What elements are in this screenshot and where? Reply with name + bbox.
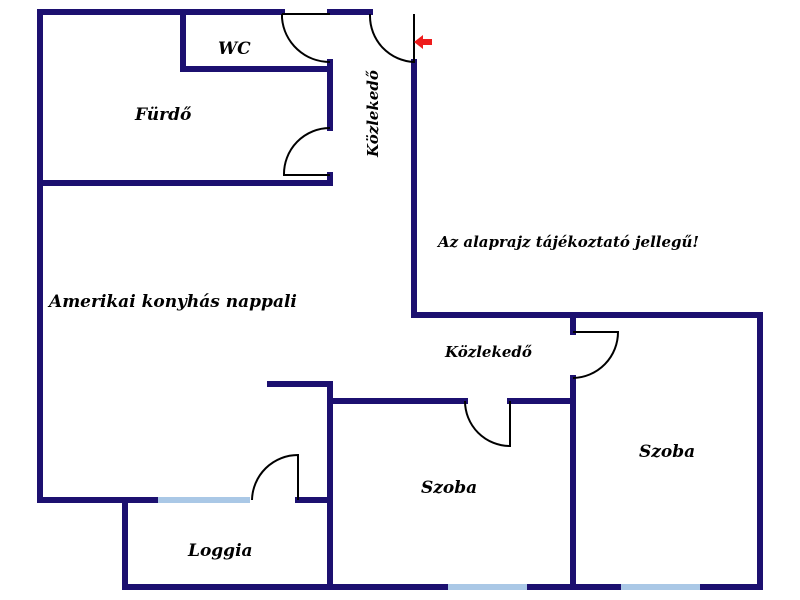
door-bathroom	[282, 127, 331, 176]
wall-loggia	[122, 497, 333, 590]
entrance-arrow-icon	[414, 35, 432, 49]
door-loggia	[251, 453, 299, 501]
door-right-room	[572, 331, 620, 379]
walls	[37, 9, 763, 590]
door-wc	[281, 14, 331, 64]
room-label-corridor-horizontal: Közlekedő	[444, 343, 532, 361]
room-label-room-right: Szoba	[639, 442, 695, 462]
room-label-bathroom: Fürdő	[134, 105, 192, 125]
windows	[155, 497, 703, 590]
room-label-room-middle: Szoba	[421, 478, 477, 498]
doors	[251, 13, 620, 501]
wall-right-wing	[570, 312, 763, 590]
room-label-loggia: Loggia	[187, 541, 253, 561]
room-label-living: Amerikai konyhás nappali	[47, 292, 297, 312]
wall-corridor-right	[411, 59, 576, 318]
door-entrance	[368, 14, 415, 64]
room-label-corridor-vertical: Közlekedő	[364, 70, 382, 158]
wall-wc	[180, 9, 333, 72]
door-middle-room	[464, 400, 511, 448]
wall-top-left	[37, 9, 158, 503]
room-label-wc: WC	[218, 39, 251, 59]
note-text: Az alaprajz tájékoztató jellegű!	[436, 233, 699, 251]
